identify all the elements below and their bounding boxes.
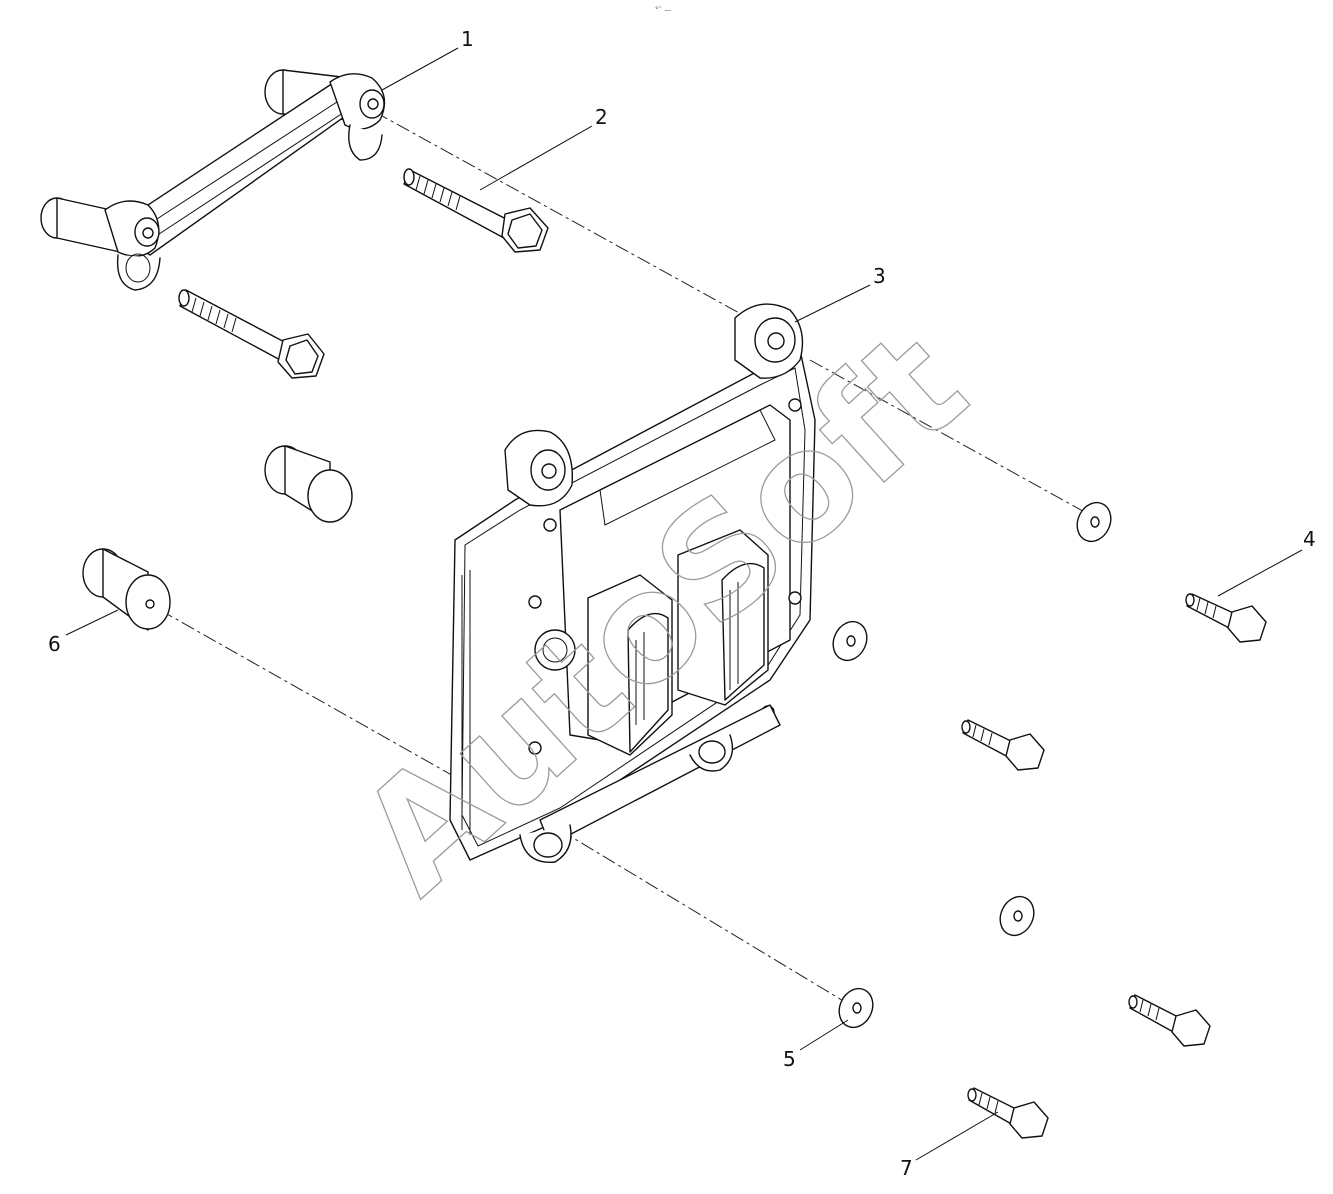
washer-mid <box>832 620 868 662</box>
washer-upper <box>1076 501 1112 543</box>
washer-lower <box>838 987 874 1029</box>
spacer-upper <box>264 445 353 523</box>
mounting-bracket <box>40 69 386 291</box>
long-bolt-upper <box>403 168 549 253</box>
callout-3: 3 <box>873 264 886 288</box>
short-bolt-4 <box>1185 593 1267 643</box>
callout-1: 1 <box>461 27 474 51</box>
watermark: AutoSoft <box>328 298 999 926</box>
ecu-module <box>449 303 816 863</box>
leader-lines <box>65 47 1303 1161</box>
callout-5: 5 <box>783 1047 796 1071</box>
short-bolt-mid <box>961 719 1045 771</box>
callouts: 1 2 3 4 5 6 7 <box>48 27 1316 1180</box>
callout-7: 7 <box>900 1156 913 1180</box>
washer-right <box>999 895 1035 937</box>
callout-4: 4 <box>1303 527 1316 551</box>
callout-6: 6 <box>48 632 61 656</box>
short-bolt-7 <box>967 1087 1049 1139</box>
short-bolt-lower-right <box>1128 994 1211 1047</box>
header-mark: °˜ — <box>655 6 671 14</box>
long-bolt-lower <box>178 289 325 379</box>
callout-2: 2 <box>595 105 608 129</box>
spacer-lower <box>82 548 171 631</box>
